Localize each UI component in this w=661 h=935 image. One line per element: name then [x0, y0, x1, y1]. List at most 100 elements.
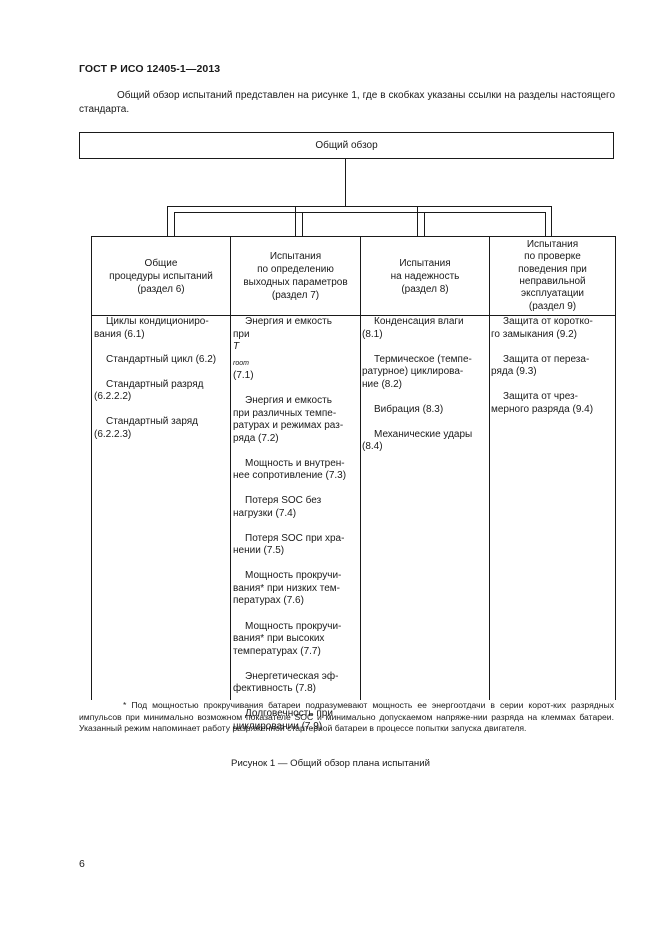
item-line: циклировании (7.9): [233, 720, 323, 732]
item-line: Стандартный заряд: [106, 416, 199, 428]
item-line: нее сопротивление (7.3): [233, 470, 347, 482]
connector-col2-left: [295, 206, 297, 236]
item-line: ние (8.2): [362, 378, 403, 390]
header-line: по проверке: [524, 251, 581, 263]
item-line: Потеря SOC без: [245, 495, 322, 507]
item-line: (8.1): [362, 328, 383, 340]
column-header-abuse: Испытания по проверке поведения при непр…: [490, 236, 615, 316]
item-line: пературах (7.6): [233, 595, 304, 607]
overview-box: Общий обзор: [79, 132, 614, 159]
connector-col1-right: [174, 212, 176, 236]
header-line: (раздел 7): [271, 290, 320, 301]
list-item: Мощность прокручи- вания* при низких тем…: [233, 570, 360, 608]
item-line: вания (6.1): [94, 328, 145, 340]
item-line: Энергетическая эф-: [245, 670, 339, 682]
item-line: Защита от коротко-: [503, 316, 593, 327]
item-line: вания* при низких тем-: [233, 582, 340, 594]
troom-letter: T: [233, 341, 240, 352]
list-item: Защита от коротко- го замыкания (9.2): [491, 316, 615, 341]
item-line: мерного разряда (9.4): [491, 403, 594, 415]
item-line: нении (7.5): [233, 545, 285, 557]
header-line: Общие: [144, 257, 178, 269]
list-item: Стандартный цикл (6.2): [94, 354, 229, 367]
item-line: (6.2.2.2): [94, 391, 132, 403]
connector-col3-left: [417, 206, 419, 236]
item-line: нагрузки (7.4): [233, 507, 297, 519]
connector-horizontal-inner: [174, 212, 545, 214]
list-item: Защита от переза- ряда (9.3): [491, 354, 615, 379]
connector-col4-right: [551, 206, 553, 236]
page-number: 6: [79, 858, 85, 870]
item-line: Защита от переза-: [503, 353, 590, 365]
item-line: Энергия и емкость: [245, 395, 332, 407]
connector-horizontal-outer-top: [167, 206, 551, 208]
list-item: Мощность и внутрен- нее сопротивление (7…: [233, 458, 360, 483]
list-item: Потеря SOC при хра- нении (7.5): [233, 533, 360, 558]
item-line: Мощность прокручи-: [245, 620, 342, 632]
header-line: Испытания: [269, 251, 322, 262]
column-abuse-items: Защита от коротко- го замыкания (9.2) За…: [491, 316, 615, 429]
header-line: на надежность: [390, 270, 460, 282]
header-line: Испытания: [526, 238, 579, 250]
list-item: Циклы кондициониро- вания (6.1): [94, 316, 229, 341]
table-top-border: [91, 236, 616, 238]
document-header: ГОСТ Р ИСО 12405-1—2013: [79, 63, 221, 75]
item-line: (8.4): [362, 441, 383, 453]
item-line: Энергия и емкость: [245, 316, 332, 327]
item-line: Конденсация влаги: [374, 316, 464, 327]
table-header-divider: [91, 315, 616, 317]
item-line: Стандартный разряд: [106, 378, 204, 390]
column-header-reliability: Испытания на надежность (раздел 8): [361, 236, 489, 316]
list-item: Защита от чрез- мерного разряда (9.4): [491, 391, 615, 416]
header-line: эксплуатации: [521, 288, 584, 300]
header-line: процедуры испытаний: [109, 270, 213, 282]
column-header-general: Общие процедуры испытаний (раздел 6): [92, 236, 230, 316]
table-col-divider-3: [489, 236, 491, 700]
header-line: выходных параметров: [243, 277, 348, 288]
list-item: Стандартный разряд (6.2.2.2): [94, 379, 229, 404]
item-line: Вибрация (8.3): [374, 403, 444, 415]
figure-caption: Рисунок 1 — Общий обзор плана испытаний: [231, 758, 430, 769]
column-header-output: Испытания по определению выходных параме…: [231, 236, 360, 316]
list-item: Потеря SOC без нагрузки (7.4): [233, 495, 360, 520]
header-line: (раздел 8): [401, 283, 449, 295]
list-item: Вибрация (8.3): [362, 404, 488, 417]
list-item: Механические удары (8.4): [362, 429, 488, 454]
connector-col3-right: [424, 212, 426, 236]
column-general-items: Циклы кондициониро- вания (6.1) Стандарт…: [94, 316, 229, 454]
list-item: Энергия и емкость при различных темпе- р…: [233, 395, 360, 445]
table-right-border: [615, 236, 617, 700]
list-item: Термическое (темпе- ратурное) циклирова-…: [362, 354, 488, 392]
table-left-border: [91, 236, 93, 700]
header-line: Испытания: [399, 257, 451, 269]
item-line: ратурное) циклирова-: [362, 366, 464, 378]
footnote: * Под мощностью прокручивания батареи по…: [79, 700, 614, 734]
item-line: фективность (7.8): [233, 683, 316, 695]
item-line: го замыкания (9.2): [491, 328, 577, 340]
item-line: Долговечность при: [245, 708, 333, 720]
troom-suffix: (7.1): [233, 370, 254, 381]
header-line: поведения при: [518, 263, 587, 275]
table-col-divider-2: [360, 236, 362, 700]
column-reliability-items: Конденсация влаги (8.1) Термическое (тем…: [362, 316, 488, 466]
item-line: Мощность прокручи-: [245, 570, 342, 582]
connector-col4-left: [545, 212, 547, 236]
item-line: Механические удары: [374, 428, 473, 440]
item-line: температурах (7.7): [233, 645, 321, 657]
item-line: при различных темпе-: [233, 407, 337, 419]
list-item: Мощность прокручи- вания* при высоких те…: [233, 621, 360, 659]
item-line: Потеря SOC при хра-: [245, 532, 345, 544]
table-col-divider-1: [230, 236, 232, 700]
list-item: Конденсация влаги (8.1): [362, 316, 488, 341]
item-line: Мощность и внутрен-: [245, 457, 345, 469]
connector-col1-left: [167, 206, 169, 236]
troom-prefix: при: [233, 328, 250, 340]
item-line: ратурах и режимах раз-: [233, 420, 344, 432]
header-line: (раздел 9): [528, 300, 577, 312]
item-line: Защита от чрез-: [503, 391, 578, 403]
item-line: вания* при высоких: [233, 633, 325, 645]
